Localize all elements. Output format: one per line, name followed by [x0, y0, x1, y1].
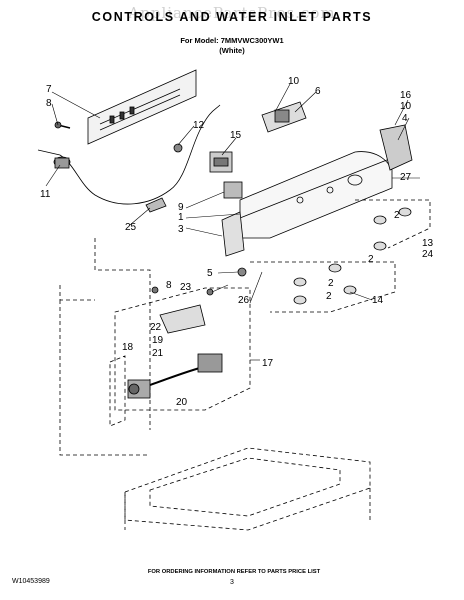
callout-10-right: 10 — [400, 101, 412, 112]
end-cap-3 — [221, 211, 245, 257]
callout-5: 5 — [207, 268, 213, 279]
callout-4: 4 — [402, 113, 408, 124]
callout-1: 1 — [178, 212, 184, 223]
callout-26: 26 — [238, 295, 250, 306]
callout-24: 24 — [422, 249, 434, 260]
console-panel — [239, 151, 393, 239]
callout-25: 25 — [125, 222, 137, 233]
callout-20: 20 — [176, 397, 188, 408]
callout-27: 27 — [400, 172, 412, 183]
callout-2-c: 2 — [328, 278, 334, 289]
switch-9 — [223, 181, 243, 199]
leader-lines — [45, 83, 420, 361]
callout-21: 21 — [152, 348, 164, 359]
callout-15: 15 — [230, 130, 242, 141]
strain-relief-12 — [173, 143, 183, 153]
watermark-text: AppliancePartsPros.com — [128, 4, 336, 22]
order-note: FOR ORDERING INFORMATION REFER TO PARTS … — [147, 569, 321, 575]
switch-15 — [209, 151, 233, 173]
callout-2-a: 2 — [394, 210, 400, 221]
callout-11: 11 — [40, 189, 51, 200]
callout-22: 22 — [150, 322, 162, 333]
callout-18: 18 — [122, 342, 134, 353]
clip-25 — [145, 197, 167, 213]
callout-9: 9 — [178, 202, 184, 213]
valve-box — [109, 287, 251, 427]
color-label: (White) — [219, 46, 245, 55]
rear-panel — [87, 69, 197, 145]
cabinet-top — [124, 447, 371, 531]
bracket-4 — [379, 124, 413, 171]
callout-12: 12 — [193, 120, 205, 131]
callout-14: 14 — [372, 295, 384, 306]
callout-13: 13 — [422, 238, 434, 249]
control-timer — [261, 101, 307, 133]
callout-2-b: 2 — [368, 254, 374, 265]
page-number: 3 — [230, 579, 234, 586]
callout-19: 19 — [152, 335, 164, 346]
callout-17: 17 — [262, 358, 274, 369]
power-cord — [37, 104, 221, 205]
inlet-hose — [149, 353, 223, 386]
cabinet-outline — [59, 238, 151, 456]
callout-6: 6 — [315, 86, 321, 97]
screw-5 — [237, 267, 247, 277]
callout-2-d: 2 — [326, 291, 332, 302]
screws-8-23 — [151, 286, 214, 296]
knobs — [293, 207, 412, 305]
callout-23: 23 — [180, 282, 192, 293]
callout-16: 16 — [400, 90, 412, 101]
callout-8: 8 — [46, 98, 52, 109]
callout-10: 10 — [288, 76, 300, 87]
model-label: For Model: 7MMVWC300YW1 — [180, 36, 284, 45]
document-number: W10453989 — [12, 578, 50, 585]
callout-7: 7 — [46, 84, 52, 95]
page-title: CONTROLS AND WATER INLET PARTS — [91, 10, 373, 24]
knobs-group — [250, 199, 431, 313]
callout-8-lower: 8 — [166, 280, 172, 291]
callout-3: 3 — [178, 224, 184, 235]
inlet-valve-18 — [127, 379, 151, 399]
callout-labels: 7 8 11 12 25 10 6 16 10 4 15 27 9 1 3 2 … — [40, 76, 434, 408]
bracket-22 — [159, 304, 206, 334]
